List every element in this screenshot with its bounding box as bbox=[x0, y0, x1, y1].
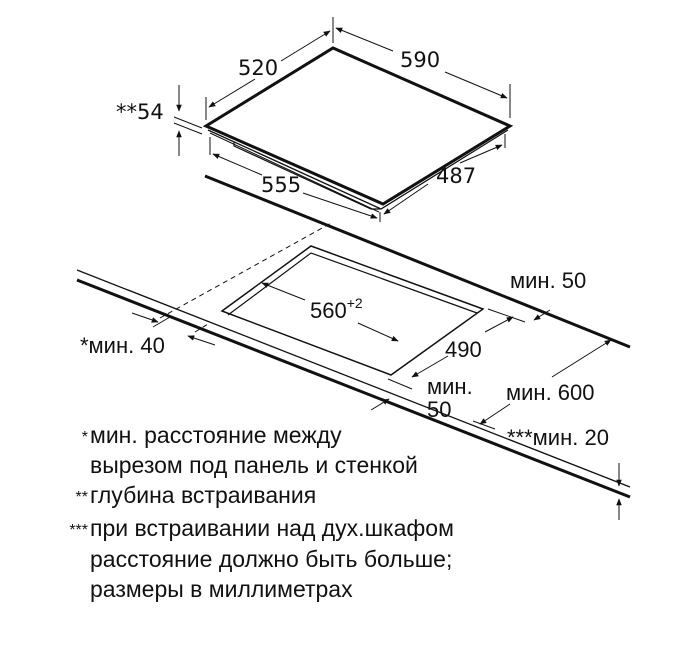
footnote-mark-2: ** bbox=[75, 489, 88, 506]
worktop-drawing bbox=[76, 174, 631, 520]
hob-glass-top bbox=[202, 46, 514, 206]
footnote-1-line-1: мин. расстояние между bbox=[90, 422, 342, 448]
min-back-distance-label: мин. 50 bbox=[510, 268, 587, 293]
footnote-3-line-1: при встраивании над дух.шкафом bbox=[90, 515, 454, 541]
footnote-mark-3: *** bbox=[69, 522, 88, 539]
footnote-3-line-3: размеры в миллиметрах bbox=[90, 576, 353, 602]
hob-depth-label: 520 bbox=[238, 56, 279, 80]
cutout-width-label: 560+2 bbox=[310, 296, 363, 323]
hob-width-label: 590 bbox=[400, 48, 441, 72]
hob-height-label: **54 bbox=[116, 100, 164, 124]
min-worktop-thickness-label: ***мин. 20 bbox=[507, 425, 609, 450]
cutout-outer bbox=[220, 245, 485, 376]
cutout-depth-label: 490 bbox=[445, 337, 482, 362]
hob-body-depth-label: 487 bbox=[436, 164, 477, 188]
min-front-distance-label-line1: мин. bbox=[427, 374, 473, 399]
footnote-2-line-1: глубина встраивания bbox=[90, 482, 317, 508]
cutout-width-value: 560 bbox=[310, 298, 347, 323]
min-front-distance-label-line2: 50 bbox=[427, 397, 452, 422]
hob-drawing bbox=[173, 17, 514, 222]
min-worktop-depth-label: мин. 600 bbox=[506, 380, 595, 405]
cutout-width-tolerance: +2 bbox=[346, 295, 363, 311]
footnote-mark-1: * bbox=[81, 429, 88, 446]
hob-body-width-label: 555 bbox=[261, 173, 302, 197]
footnote-3-line-2: расстояние должно быть больше; bbox=[90, 546, 453, 572]
wall-line bbox=[204, 174, 631, 349]
min-side-distance-label: *мин. 40 bbox=[80, 333, 165, 358]
footnote-1-line-2: вырезом под панель и стенкой bbox=[90, 452, 418, 478]
